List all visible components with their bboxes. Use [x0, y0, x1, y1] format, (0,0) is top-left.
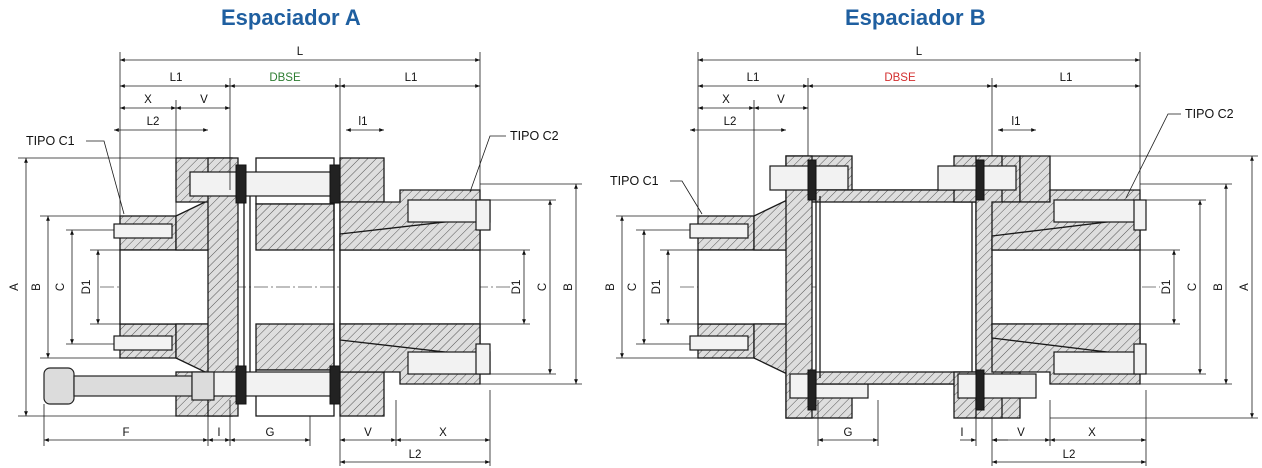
dim-l1-small-b: l1: [1012, 116, 1021, 128]
dim-a-b: A: [1239, 283, 1251, 291]
dim-b-left-a: B: [31, 283, 43, 291]
dim-l1-right-b: L1: [1060, 72, 1073, 84]
dim-l1-small-a: l1: [359, 116, 368, 128]
dim-l1-left-a: L1: [170, 72, 183, 84]
label-tipo-c2-b: TIPO C2: [1185, 107, 1234, 121]
dim-l-b: L: [916, 46, 923, 58]
dim-x-top-a: X: [144, 94, 152, 106]
dim-d1-left-a: D1: [81, 280, 93, 295]
dim-c-right-a: C: [537, 283, 549, 291]
dim-d1-right-b: D1: [1161, 280, 1173, 295]
dim-g-a: G: [266, 427, 275, 439]
label-tipo-c1-b: TIPO C1: [610, 174, 659, 188]
dim-dbse-a: DBSE: [269, 72, 301, 84]
dim-f-a: F: [122, 427, 129, 439]
dim-a-a: A: [9, 283, 21, 291]
dim-dbse-b: DBSE: [884, 72, 916, 84]
dim-i-b: I: [960, 427, 963, 439]
dim-l2-top-a: L2: [147, 116, 160, 128]
title-espaciador-b: Espaciador B: [845, 5, 986, 30]
dim-b-right-a: B: [563, 283, 575, 291]
dim-l2-bottom-b: L2: [1063, 449, 1076, 461]
dim-l2-bottom-a: L2: [409, 449, 422, 461]
dim-b-left-b: B: [605, 283, 617, 291]
dim-l-a: L: [297, 46, 304, 58]
dim-i-a: I: [217, 427, 220, 439]
dim-d1-right-a: D1: [511, 280, 523, 295]
panel-b-drawing: L L1 DBSE L1 X V L2 l1 B C D1: [605, 46, 1258, 466]
dim-l1-left-b: L1: [747, 72, 760, 84]
panel-a-drawing: L L1 DBSE L1 X V L2 l1 A B C: [9, 46, 582, 466]
dim-b-right-b: B: [1213, 283, 1225, 291]
dim-v-bottom-a: V: [364, 427, 372, 439]
dim-l1-right-a: L1: [405, 72, 418, 84]
dim-v-top-a: V: [200, 94, 208, 106]
dim-c-right-b: C: [1187, 283, 1199, 291]
dim-l2-top-b: L2: [724, 116, 737, 128]
label-tipo-c1-a: TIPO C1: [26, 134, 75, 148]
dim-d1-left-b: D1: [651, 280, 663, 295]
dim-v-bottom-b: V: [1017, 427, 1025, 439]
dim-c-left-b: C: [627, 283, 639, 291]
dim-v-top-b: V: [777, 94, 785, 106]
dim-x-bottom-a: X: [439, 427, 447, 439]
dim-g-b: G: [844, 427, 853, 439]
dim-x-top-b: X: [722, 94, 730, 106]
label-tipo-c2-a: TIPO C2: [510, 129, 559, 143]
title-espaciador-a: Espaciador A: [221, 5, 361, 30]
dim-c-left-a: C: [55, 283, 67, 291]
dim-x-bottom-b: X: [1088, 427, 1096, 439]
